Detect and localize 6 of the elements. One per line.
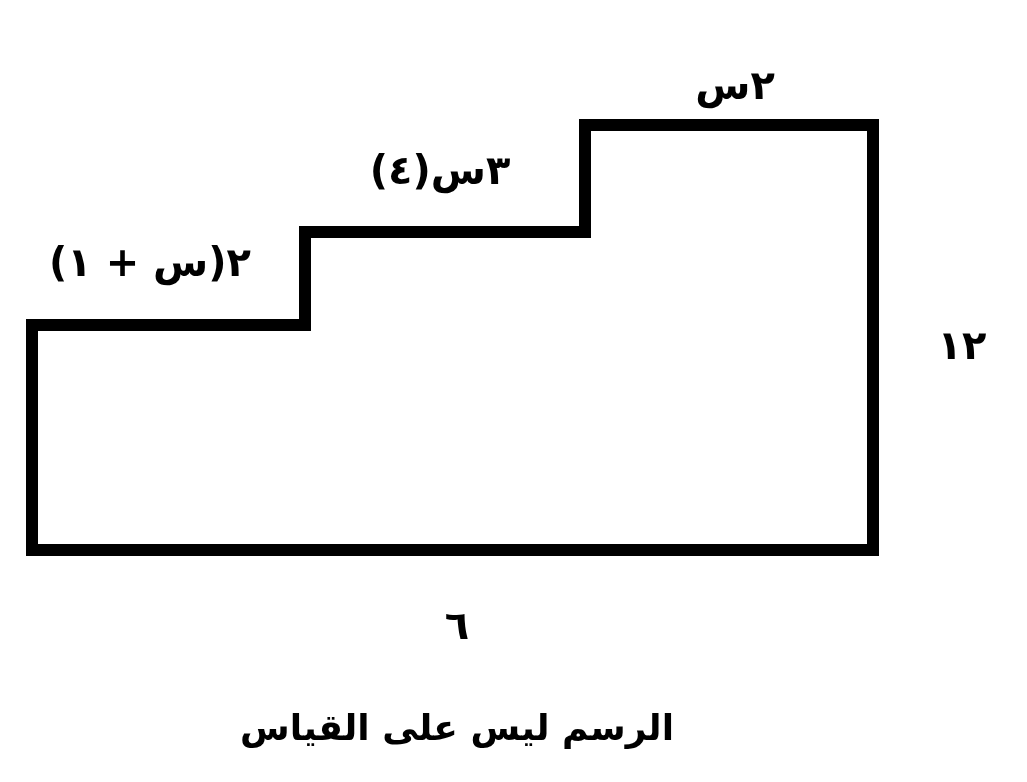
caption: الرسم ليس على القياس [240, 706, 674, 750]
dimension-label: ٦ [444, 601, 470, 649]
dimension-label: ٢س [695, 61, 775, 109]
dimension-label: ٢(س + ١) [49, 238, 251, 286]
dimension-label: ١٢ [937, 321, 987, 369]
dimension-label: ٣س(٤) [369, 146, 511, 194]
